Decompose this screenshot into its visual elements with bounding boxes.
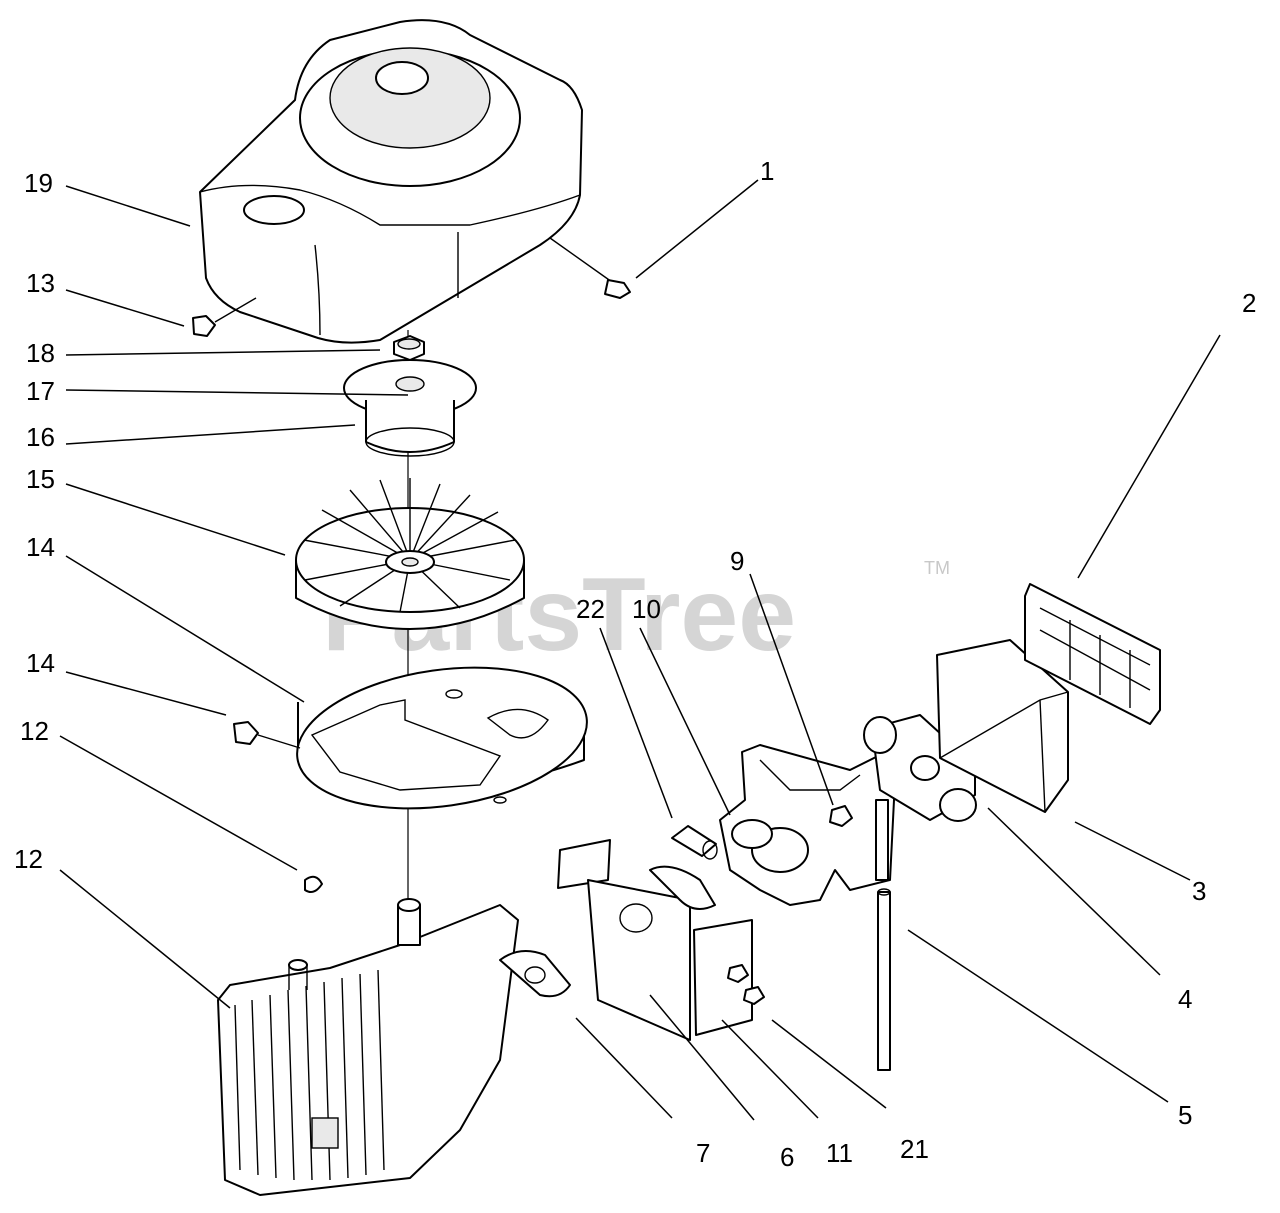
bolts [727, 964, 765, 1005]
heat-insulator [557, 839, 716, 1041]
flywheel-key [304, 875, 323, 893]
callout-21: 21 [900, 1134, 929, 1164]
callout-6: 6 [780, 1142, 794, 1172]
foam-filter [936, 639, 1069, 813]
grass-screen [365, 400, 455, 457]
callout-15: 14 [26, 532, 55, 562]
callout-labels: 19 1 13 2 18 17 16 15 14 9 22 10 14 12 1… [14, 156, 1256, 1172]
engine-block [217, 898, 519, 1196]
blower-housing [199, 19, 583, 344]
screw-14-lower [233, 721, 301, 749]
callout-13: 12 [20, 716, 49, 746]
callout-5: 5 [1178, 1100, 1192, 1130]
governor-rod [877, 888, 891, 1071]
callout-12: 12 [14, 844, 43, 874]
watermark-tm: TM [924, 558, 950, 578]
callout-20: 19 [24, 168, 53, 198]
callout-7: 7 [696, 1138, 710, 1168]
callout-1: 1 [760, 156, 774, 186]
carburetor-gasket [693, 919, 753, 1036]
callout-18: 17 [26, 376, 55, 406]
callout-11: 11 [826, 1138, 853, 1168]
callout-10: 10 [632, 594, 661, 624]
leader-lines [59, 179, 1221, 1121]
callout-19: 18 [26, 338, 55, 368]
air-cleaner-cover [1024, 583, 1161, 725]
base-plate [296, 666, 588, 810]
intake-gasket [499, 950, 571, 998]
fuel-fitting [671, 825, 718, 860]
carburetor [719, 744, 896, 906]
callout-3: 3 [1192, 876, 1206, 906]
air-cleaner-element [863, 714, 977, 822]
callout-2: 2 [1242, 288, 1256, 318]
callout-16: 15 [26, 464, 55, 494]
callout-22: 22 [576, 594, 605, 624]
callout-14-upper: 13 [26, 268, 55, 298]
flywheel [295, 478, 525, 630]
screw-1 [549, 237, 631, 299]
callout-9: 9 [730, 546, 744, 576]
nut [393, 335, 425, 361]
callout-14-lower: 14 [26, 648, 55, 678]
screw-14-upper [192, 297, 257, 337]
callout-17: 16 [26, 422, 55, 452]
carb-screw [829, 805, 853, 827]
callout-4: 4 [1178, 984, 1192, 1014]
